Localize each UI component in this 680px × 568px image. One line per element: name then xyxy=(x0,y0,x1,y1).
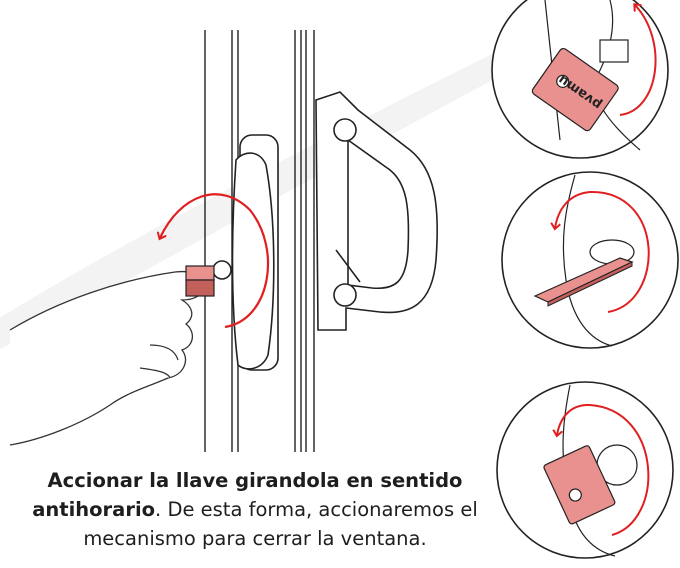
counterclockwise-arrow-icon xyxy=(619,5,657,116)
counterclockwise-arrow-icon xyxy=(555,190,650,313)
instruction-caption: Accionar la llave girandola en sentido a… xyxy=(0,466,510,553)
counterclockwise-arrow-icon xyxy=(160,193,270,329)
counterclockwise-arrow-icon xyxy=(557,403,650,536)
lock-body xyxy=(212,134,279,371)
detail-circle-2 xyxy=(501,171,679,349)
hand xyxy=(9,270,207,446)
door-handle xyxy=(315,91,438,331)
detail-circle-3 xyxy=(496,381,674,559)
detail-circle-1: pvamu xyxy=(491,0,669,159)
instruction-bold: Accionar la llave girandola en sentido a… xyxy=(32,469,463,521)
key-in-hand xyxy=(185,265,215,297)
instruction-rest: . De esta forma, accionaremos el mecanis… xyxy=(83,498,478,550)
